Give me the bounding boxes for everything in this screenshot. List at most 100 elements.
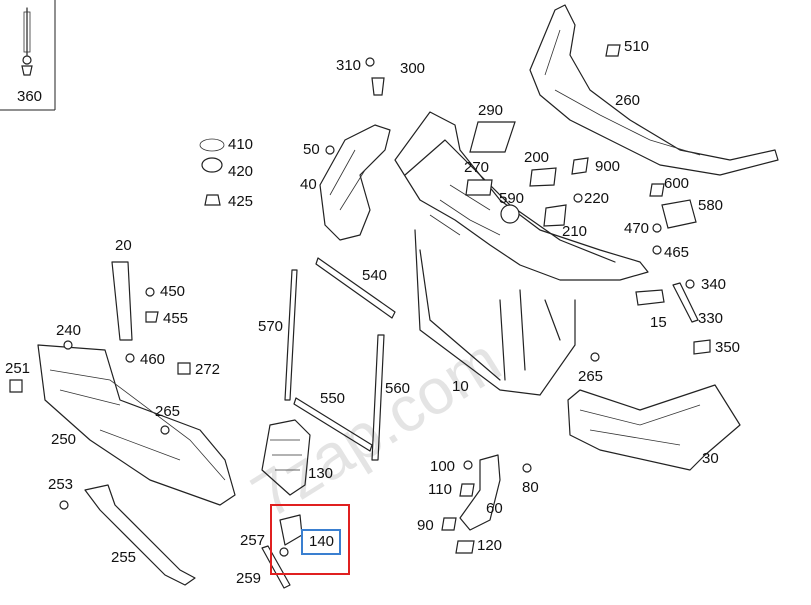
label-110[interactable]: 110 xyxy=(428,481,452,498)
label-250[interactable]: 250 xyxy=(51,431,76,448)
label-120[interactable]: 120 xyxy=(477,537,502,554)
part-590-plug[interactable] xyxy=(500,204,520,224)
label-140[interactable]: 140 xyxy=(309,533,334,550)
part-255-strut[interactable] xyxy=(84,484,196,586)
label-550[interactable]: 550 xyxy=(320,390,345,407)
part-265-bolt-right[interactable] xyxy=(590,352,600,362)
label-560[interactable]: 560 xyxy=(385,380,410,397)
label-40[interactable]: 40 xyxy=(300,176,317,193)
part-580-bracket[interactable] xyxy=(661,199,697,229)
label-240[interactable]: 240 xyxy=(56,322,81,339)
label-460[interactable]: 460 xyxy=(140,351,165,368)
part-300-clip[interactable] xyxy=(371,77,385,96)
label-265-left[interactable]: 265 xyxy=(155,403,180,420)
label-310[interactable]: 310 xyxy=(336,57,361,74)
label-570[interactable]: 570 xyxy=(258,318,283,335)
part-272-nut[interactable] xyxy=(177,362,191,375)
part-260-upper-support[interactable] xyxy=(529,4,779,176)
label-410[interactable]: 410 xyxy=(228,136,253,153)
part-510-clip[interactable] xyxy=(605,44,621,57)
part-540-seal[interactable] xyxy=(315,257,396,319)
part-560-seal[interactable] xyxy=(371,334,385,461)
part-30-right-bracket[interactable] xyxy=(567,384,741,471)
part-550-seal[interactable] xyxy=(293,397,373,452)
label-251[interactable]: 251 xyxy=(5,360,30,377)
label-330[interactable]: 330 xyxy=(698,310,723,327)
label-255[interactable]: 255 xyxy=(111,549,136,566)
part-253-bolt[interactable] xyxy=(59,500,69,510)
label-80[interactable]: 80 xyxy=(522,479,539,496)
label-30[interactable]: 30 xyxy=(702,450,719,467)
part-465-bolt[interactable] xyxy=(652,245,662,255)
label-425[interactable]: 425 xyxy=(228,193,253,210)
part-200-bracket[interactable] xyxy=(529,167,557,187)
part-455-clip[interactable] xyxy=(145,311,159,323)
inset-part-360[interactable]: 360 xyxy=(0,0,56,111)
part-340-bolt[interactable] xyxy=(685,279,695,289)
label-200[interactable]: 200 xyxy=(524,149,549,166)
part-410-ring[interactable] xyxy=(199,138,225,152)
part-50-bolt[interactable] xyxy=(325,145,335,155)
label-220[interactable]: 220 xyxy=(584,190,609,207)
label-50[interactable]: 50 xyxy=(303,141,320,158)
part-420-cap[interactable] xyxy=(201,157,223,173)
part-240-bolt[interactable] xyxy=(63,340,73,350)
label-580[interactable]: 580 xyxy=(698,197,723,214)
label-420[interactable]: 420 xyxy=(228,163,253,180)
label-290[interactable]: 290 xyxy=(478,102,503,119)
part-250-left-member[interactable] xyxy=(37,344,236,506)
label-510[interactable]: 510 xyxy=(624,38,649,55)
part-90-clip[interactable] xyxy=(441,517,457,531)
part-20-strut[interactable] xyxy=(111,261,133,341)
part-80-bolt[interactable] xyxy=(522,463,532,473)
label-470[interactable]: 470 xyxy=(624,220,649,237)
part-570-seal[interactable] xyxy=(284,269,298,401)
part-310-bolt[interactable] xyxy=(365,57,375,67)
part-425-nut[interactable] xyxy=(204,194,221,206)
label-540[interactable]: 540 xyxy=(362,267,387,284)
part-600-nut[interactable] xyxy=(649,183,665,197)
part-350-pad[interactable] xyxy=(693,339,711,355)
label-130[interactable]: 130 xyxy=(308,465,333,482)
label-90[interactable]: 90 xyxy=(417,517,434,534)
part-330-rod[interactable] xyxy=(672,282,699,323)
label-270[interactable]: 270 xyxy=(464,159,489,176)
label-900[interactable]: 900 xyxy=(595,158,620,175)
part-460-bolt[interactable] xyxy=(125,353,135,363)
part-210-bracket[interactable] xyxy=(543,204,567,227)
label-272[interactable]: 272 xyxy=(195,361,220,378)
label-253[interactable]: 253 xyxy=(48,476,73,493)
label-465[interactable]: 465 xyxy=(664,244,689,261)
part-130-air-duct[interactable] xyxy=(261,419,311,496)
part-900-clip[interactable] xyxy=(571,157,589,175)
part-110-clip[interactable] xyxy=(459,483,475,497)
part-120-nut[interactable] xyxy=(455,540,475,554)
part-265-bolt-left[interactable] xyxy=(160,425,170,435)
part-100-bolt[interactable] xyxy=(463,460,473,470)
label-20[interactable]: 20 xyxy=(115,237,132,254)
label-257[interactable]: 257 xyxy=(240,532,265,549)
part-470-bolt[interactable] xyxy=(652,223,662,233)
label-100[interactable]: 100 xyxy=(430,458,455,475)
label-10[interactable]: 10 xyxy=(452,378,469,395)
label-300[interactable]: 300 xyxy=(400,60,425,77)
part-270-bracket[interactable] xyxy=(465,179,493,196)
label-350[interactable]: 350 xyxy=(715,339,740,356)
part-290-grille[interactable] xyxy=(469,121,516,153)
label-60[interactable]: 60 xyxy=(486,500,503,517)
label-260[interactable]: 260 xyxy=(615,92,640,109)
label-600[interactable]: 600 xyxy=(664,175,689,192)
part-40-left-bracket[interactable] xyxy=(319,124,391,241)
label-590[interactable]: 590 xyxy=(499,190,524,207)
part-220-bolt[interactable] xyxy=(573,193,583,203)
label-265-right[interactable]: 265 xyxy=(578,368,603,385)
part-450-bolt[interactable] xyxy=(145,287,155,297)
part-15-bracket[interactable] xyxy=(635,289,665,306)
label-455[interactable]: 455 xyxy=(163,310,188,327)
label-340[interactable]: 340 xyxy=(701,276,726,293)
label-210[interactable]: 210 xyxy=(562,223,587,240)
label-450[interactable]: 450 xyxy=(160,283,185,300)
label-259[interactable]: 259 xyxy=(236,570,261,587)
part-251-nut[interactable] xyxy=(9,379,23,393)
part-60-bracket[interactable] xyxy=(459,454,501,531)
